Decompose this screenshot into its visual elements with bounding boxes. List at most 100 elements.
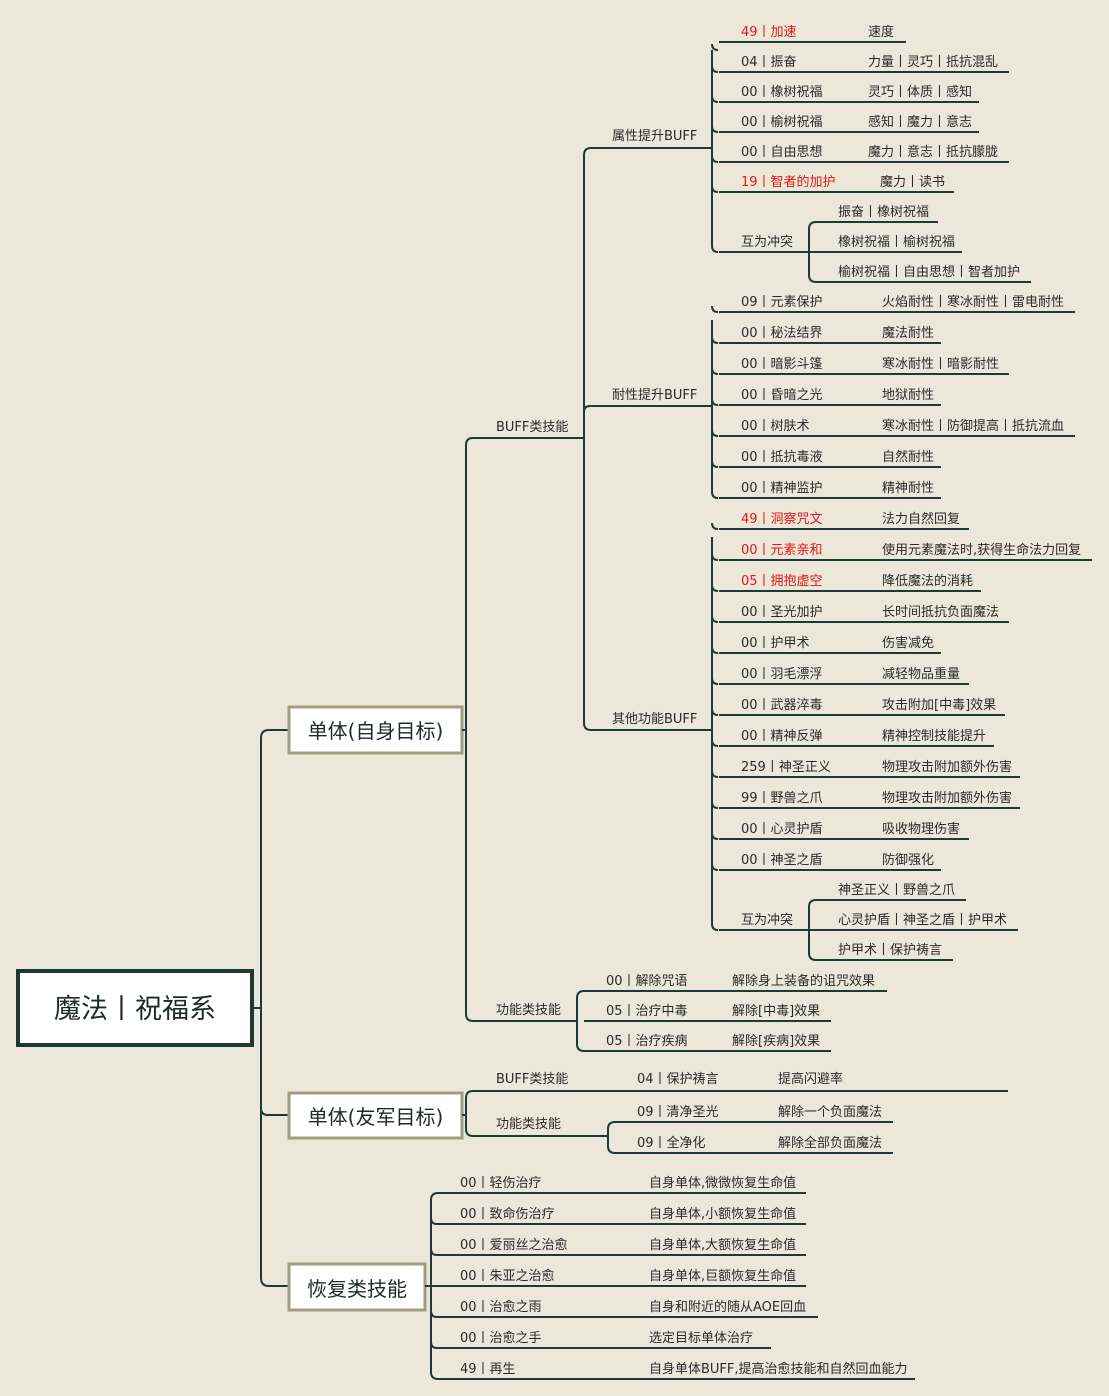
resist-stem-branch xyxy=(711,460,719,468)
leaf-item: 00丨圣光加护长时间抵抗负面魔法 xyxy=(719,605,1009,623)
leaf-item: 00丨元素亲和使用元素魔法时,获得生命法力回复 xyxy=(719,542,1092,561)
leaf-item-desc: 精神耐性 xyxy=(882,481,934,496)
leaf-item: 09丨清净圣光 解除一个负面魔法 xyxy=(637,1105,882,1120)
leaf-item: 04丨振奋 力量丨灵巧丨抵抗混乱 xyxy=(719,55,1009,73)
conflict-item: 护甲术丨保护祷言 xyxy=(838,942,942,958)
leaf-item: 00丨解除咒语解除身上装备的诅咒效果 xyxy=(584,973,887,992)
root-node-label: 魔法丨祝福系 xyxy=(54,994,216,1025)
leaf-item-name: 00丨暗影斗篷 xyxy=(741,357,823,372)
leaf-item-name: 00丨治愈之手 xyxy=(460,1331,542,1346)
leaf-item-name: 09丨清净圣光 xyxy=(637,1105,719,1120)
leaf-item-desc: 物理攻击附加额外伤害 xyxy=(882,759,1012,775)
leaf-item-desc: 寒冰耐性丨暗影耐性 xyxy=(882,356,999,372)
attr-stem-branch xyxy=(711,95,719,103)
leaf-item-name: 00丨榆树祝福 xyxy=(741,115,823,130)
func-branch xyxy=(576,990,887,1021)
leaf-item: 05丨治疗中毒解除[中毒]效果 xyxy=(584,1004,831,1022)
leaf-item: 00丨昏暗之光地狱耐性 xyxy=(719,388,941,406)
heal-branch xyxy=(430,1192,806,1286)
leaf-item: 00丨致命伤治疗自身单体,小额恢复生命值 xyxy=(460,1206,796,1222)
leaf-item-name: 00丨朱亚之治愈 xyxy=(460,1269,555,1284)
other-stem-branch xyxy=(711,863,719,871)
leaf-item-name: 04丨振奋 xyxy=(741,55,797,70)
branch-node-label: 恢复类技能 xyxy=(307,1277,407,1301)
branch-node-label: 单体(自身目标) xyxy=(308,719,444,743)
leaf-item-desc: 精神控制技能提升 xyxy=(882,728,986,744)
leaf-item: 00丨神圣之盾防御强化 xyxy=(719,852,941,871)
attr-stem xyxy=(711,50,719,253)
leaf-item-name: 09丨全净化 xyxy=(637,1135,706,1151)
other-stem xyxy=(711,537,719,931)
other-stem-branch xyxy=(711,801,719,809)
leaf-item-name: 00丨治愈之雨 xyxy=(460,1300,542,1315)
branch-node-box xyxy=(287,1262,427,1312)
leaf-item-name: 00丨心灵护盾 xyxy=(741,822,823,837)
leaf-item: 00丨抵抗毒液自然耐性 xyxy=(719,449,941,468)
conflict-item: 榆树祝福丨自由思想丨智者加护 xyxy=(838,264,1020,280)
leaf-item-desc: 力量丨灵巧丨抵抗混乱 xyxy=(868,55,998,70)
leaf-item: 49丨加速速度 xyxy=(719,24,906,43)
leaf-item-desc: 解除一个负面魔法 xyxy=(778,1105,882,1120)
category-label: 功能类技能 xyxy=(496,1117,561,1132)
resist-stem-branch xyxy=(711,367,719,375)
heal-branch xyxy=(430,1286,915,1380)
leaf-item: 00丨朱亚之治愈自身单体,巨额恢复生命值 xyxy=(460,1268,796,1284)
func-branch xyxy=(576,1021,831,1052)
leaf-item-desc: 解除全部负面魔法 xyxy=(778,1135,882,1151)
leaf-item-desc: 自然耐性 xyxy=(882,449,934,465)
category-label: BUFF类技能 xyxy=(496,1072,568,1087)
resist-stem xyxy=(711,320,719,499)
leaf-item-desc: 吸收物理伤害 xyxy=(882,821,960,837)
conflict-branch xyxy=(808,952,953,961)
resist-stem-branch xyxy=(711,398,719,406)
leaf-item: 99丨野兽之爪物理攻击附加额外伤害 xyxy=(719,790,1020,809)
leaf-item: 00丨秘法结界魔法耐性 xyxy=(719,326,941,344)
leaf-item: 00丨武器淬毒攻击附加[中毒]效果 xyxy=(719,698,1005,716)
leaf-item-name: 00丨神圣之盾 xyxy=(741,853,823,868)
conflict-item: 振奋丨橡树祝福 xyxy=(838,205,929,220)
branch-node-label: 单体(友军目标) xyxy=(308,1105,444,1129)
leaf-item-name: 00丨精神监护 xyxy=(741,481,823,496)
leaf-item-name: 05丨拥抱虚空 xyxy=(741,573,823,589)
leaf-item: 00丨羽毛漂浮减轻物品重量 xyxy=(719,666,969,685)
leaf-item-name: 04丨保护祷言 xyxy=(637,1071,719,1087)
other-stem-branch xyxy=(711,770,719,778)
branch-node-box xyxy=(287,1091,464,1140)
leaf-item-desc: 寒冰耐性丨防御提高丨抵抗流血 xyxy=(882,418,1064,434)
leaf-item-name: 00丨橡树祝福 xyxy=(741,85,823,100)
buff-to-resist xyxy=(583,405,712,413)
leaf-item-name: 00丨武器淬毒 xyxy=(741,698,823,713)
leaf-item-name: 259丨神圣正义 xyxy=(741,760,831,775)
conflict-label: 互为冲突 xyxy=(741,234,793,250)
leaf-item-name: 49丨再生 xyxy=(460,1362,516,1377)
leaf-item-name: 00丨精神反弹 xyxy=(741,729,823,744)
leaf-item-name: 00丨圣光加护 xyxy=(741,605,823,620)
resist-stem-branch xyxy=(711,429,719,437)
attr-stem-branch xyxy=(711,43,719,51)
leaf-item-name: 00丨元素亲和 xyxy=(741,543,823,558)
leaf-item-desc: 火焰耐性丨寒冰耐性丨雷电耐性 xyxy=(882,294,1064,310)
leaf-item-desc: 减轻物品重量 xyxy=(882,666,960,682)
leaf-item-desc: 魔力丨意志丨抵抗朦胧 xyxy=(868,144,998,160)
leaf-item-desc: 自身单体,小额恢复生命值 xyxy=(649,1206,796,1222)
leaf-item-name: 00丨秘法结界 xyxy=(741,326,823,341)
other-stem-branch xyxy=(711,646,719,654)
leaf-item-name: 09丨元素保护 xyxy=(741,295,823,310)
leaf-item-desc: 解除[中毒]效果 xyxy=(732,1004,820,1019)
leaf-item-desc: 物理攻击附加额外伤害 xyxy=(882,790,1012,806)
ally-to-func xyxy=(465,1128,608,1137)
ally-to-buff xyxy=(465,1090,1008,1115)
conflict-label: 互为冲突 xyxy=(741,912,793,928)
attr-stem-branch xyxy=(711,65,719,73)
other-stem-branch xyxy=(711,708,719,716)
leaf-item-desc: 自身单体BUFF,提高治愈技能和自然回血能力 xyxy=(649,1361,908,1377)
category-label: BUFF类技能 xyxy=(496,420,568,435)
leaf-item-name: 00丨树肤术 xyxy=(741,419,810,434)
leaf-item-desc: 解除[疾病]效果 xyxy=(732,1034,820,1049)
leaf-item-desc: 降低魔法的消耗 xyxy=(882,573,973,589)
heal-branch xyxy=(430,1310,818,1318)
leaf-item: 05丨拥抱虚空 降低魔法的消耗 xyxy=(719,573,981,592)
sub-category-label: 属性提升BUFF xyxy=(612,128,697,144)
heal-branch xyxy=(430,1248,806,1256)
leaf-item-desc: 速度 xyxy=(868,24,894,40)
